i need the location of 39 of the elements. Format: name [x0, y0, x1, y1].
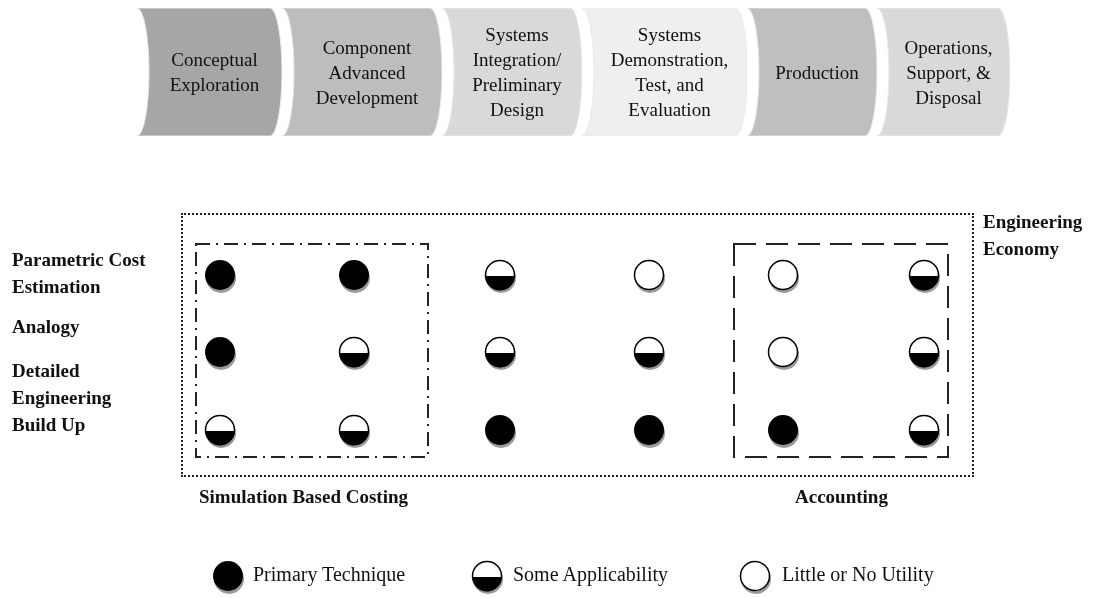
row-label: Detailed Engineering Build Up	[12, 359, 113, 437]
filled-circle-marker	[633, 414, 667, 448]
phase-segment	[747, 8, 877, 136]
row-label: Analogy	[12, 315, 81, 339]
phase-segment	[582, 8, 747, 136]
phase-label: Operations, Support, & Disposal	[903, 35, 994, 110]
phase-label: Systems Demonstration, Test, and Evaluation	[609, 23, 730, 122]
half-filled-circle-marker	[633, 336, 667, 370]
half-filled-circle-marker	[338, 414, 372, 448]
phase-segment	[137, 8, 282, 136]
row-label: Parametric Cost Estimation	[12, 248, 147, 299]
half-filled-circle-marker	[484, 259, 518, 293]
filled-circle-marker	[484, 414, 518, 448]
phase-segment	[877, 8, 1010, 136]
half-filled-circle-marker	[908, 336, 942, 370]
filled-circle-marker	[338, 259, 372, 293]
filled-circle-marker	[767, 414, 801, 448]
phase-label: Conceptual Exploration	[168, 48, 261, 97]
group-title: Accounting	[795, 485, 889, 509]
phase-segment	[282, 8, 442, 136]
legend-label: Some Applicability	[513, 562, 668, 587]
half-filled-circle-marker	[908, 259, 942, 293]
filled-circle-marker	[204, 259, 238, 293]
phase-label: Production	[774, 60, 860, 85]
half-filled-circle-marker	[484, 336, 518, 370]
phase-segment	[442, 8, 582, 136]
phase-label: Systems Integration/ Preliminary Design	[471, 23, 563, 122]
group-title: Engineering Economy	[983, 210, 1084, 261]
legend-label: Primary Technique	[253, 562, 406, 587]
empty-circle-marker	[633, 259, 667, 293]
half-filled-circle-marker	[338, 336, 372, 370]
legend-label: Little or No Utility	[782, 562, 934, 587]
empty-circle-marker	[767, 336, 801, 370]
phase-label: Component Advanced Development	[314, 35, 420, 110]
group-title: Simulation Based Costing	[199, 485, 410, 509]
half-filled-circle-marker	[204, 414, 238, 448]
empty-circle-marker	[767, 259, 801, 293]
filled-circle-marker	[204, 336, 238, 370]
half-filled-circle-marker	[908, 414, 942, 448]
